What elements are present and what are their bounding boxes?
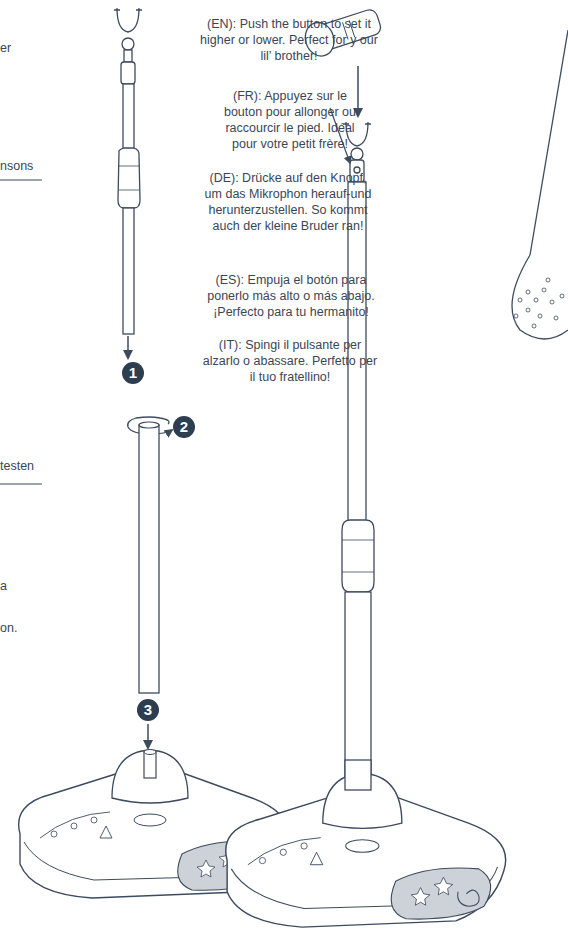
- instruction-text: (DE): Drücke auf den Knopf, um das Mikro…: [204, 170, 372, 234]
- text-fragment: testen: [0, 458, 34, 474]
- text-fragment: nsons: [0, 158, 33, 174]
- text-fragment: a: [0, 578, 7, 594]
- callout-number: 3: [136, 698, 160, 722]
- instruction-text: (EN): Push the button to set it higher o…: [196, 16, 382, 64]
- callout-number: 2: [172, 415, 196, 439]
- instruction-text: (IT): Spingi il pulsante per alzarlo o a…: [200, 337, 380, 385]
- instruction-text: (FR): Appuyez sur le bouton pour allonge…: [222, 88, 358, 152]
- instruction-text: (ES): Empuja el botón para ponerlo más a…: [200, 272, 382, 320]
- text-fragment: er: [0, 40, 11, 56]
- callout-number: 1: [121, 361, 145, 385]
- text-fragment: on.: [0, 620, 17, 636]
